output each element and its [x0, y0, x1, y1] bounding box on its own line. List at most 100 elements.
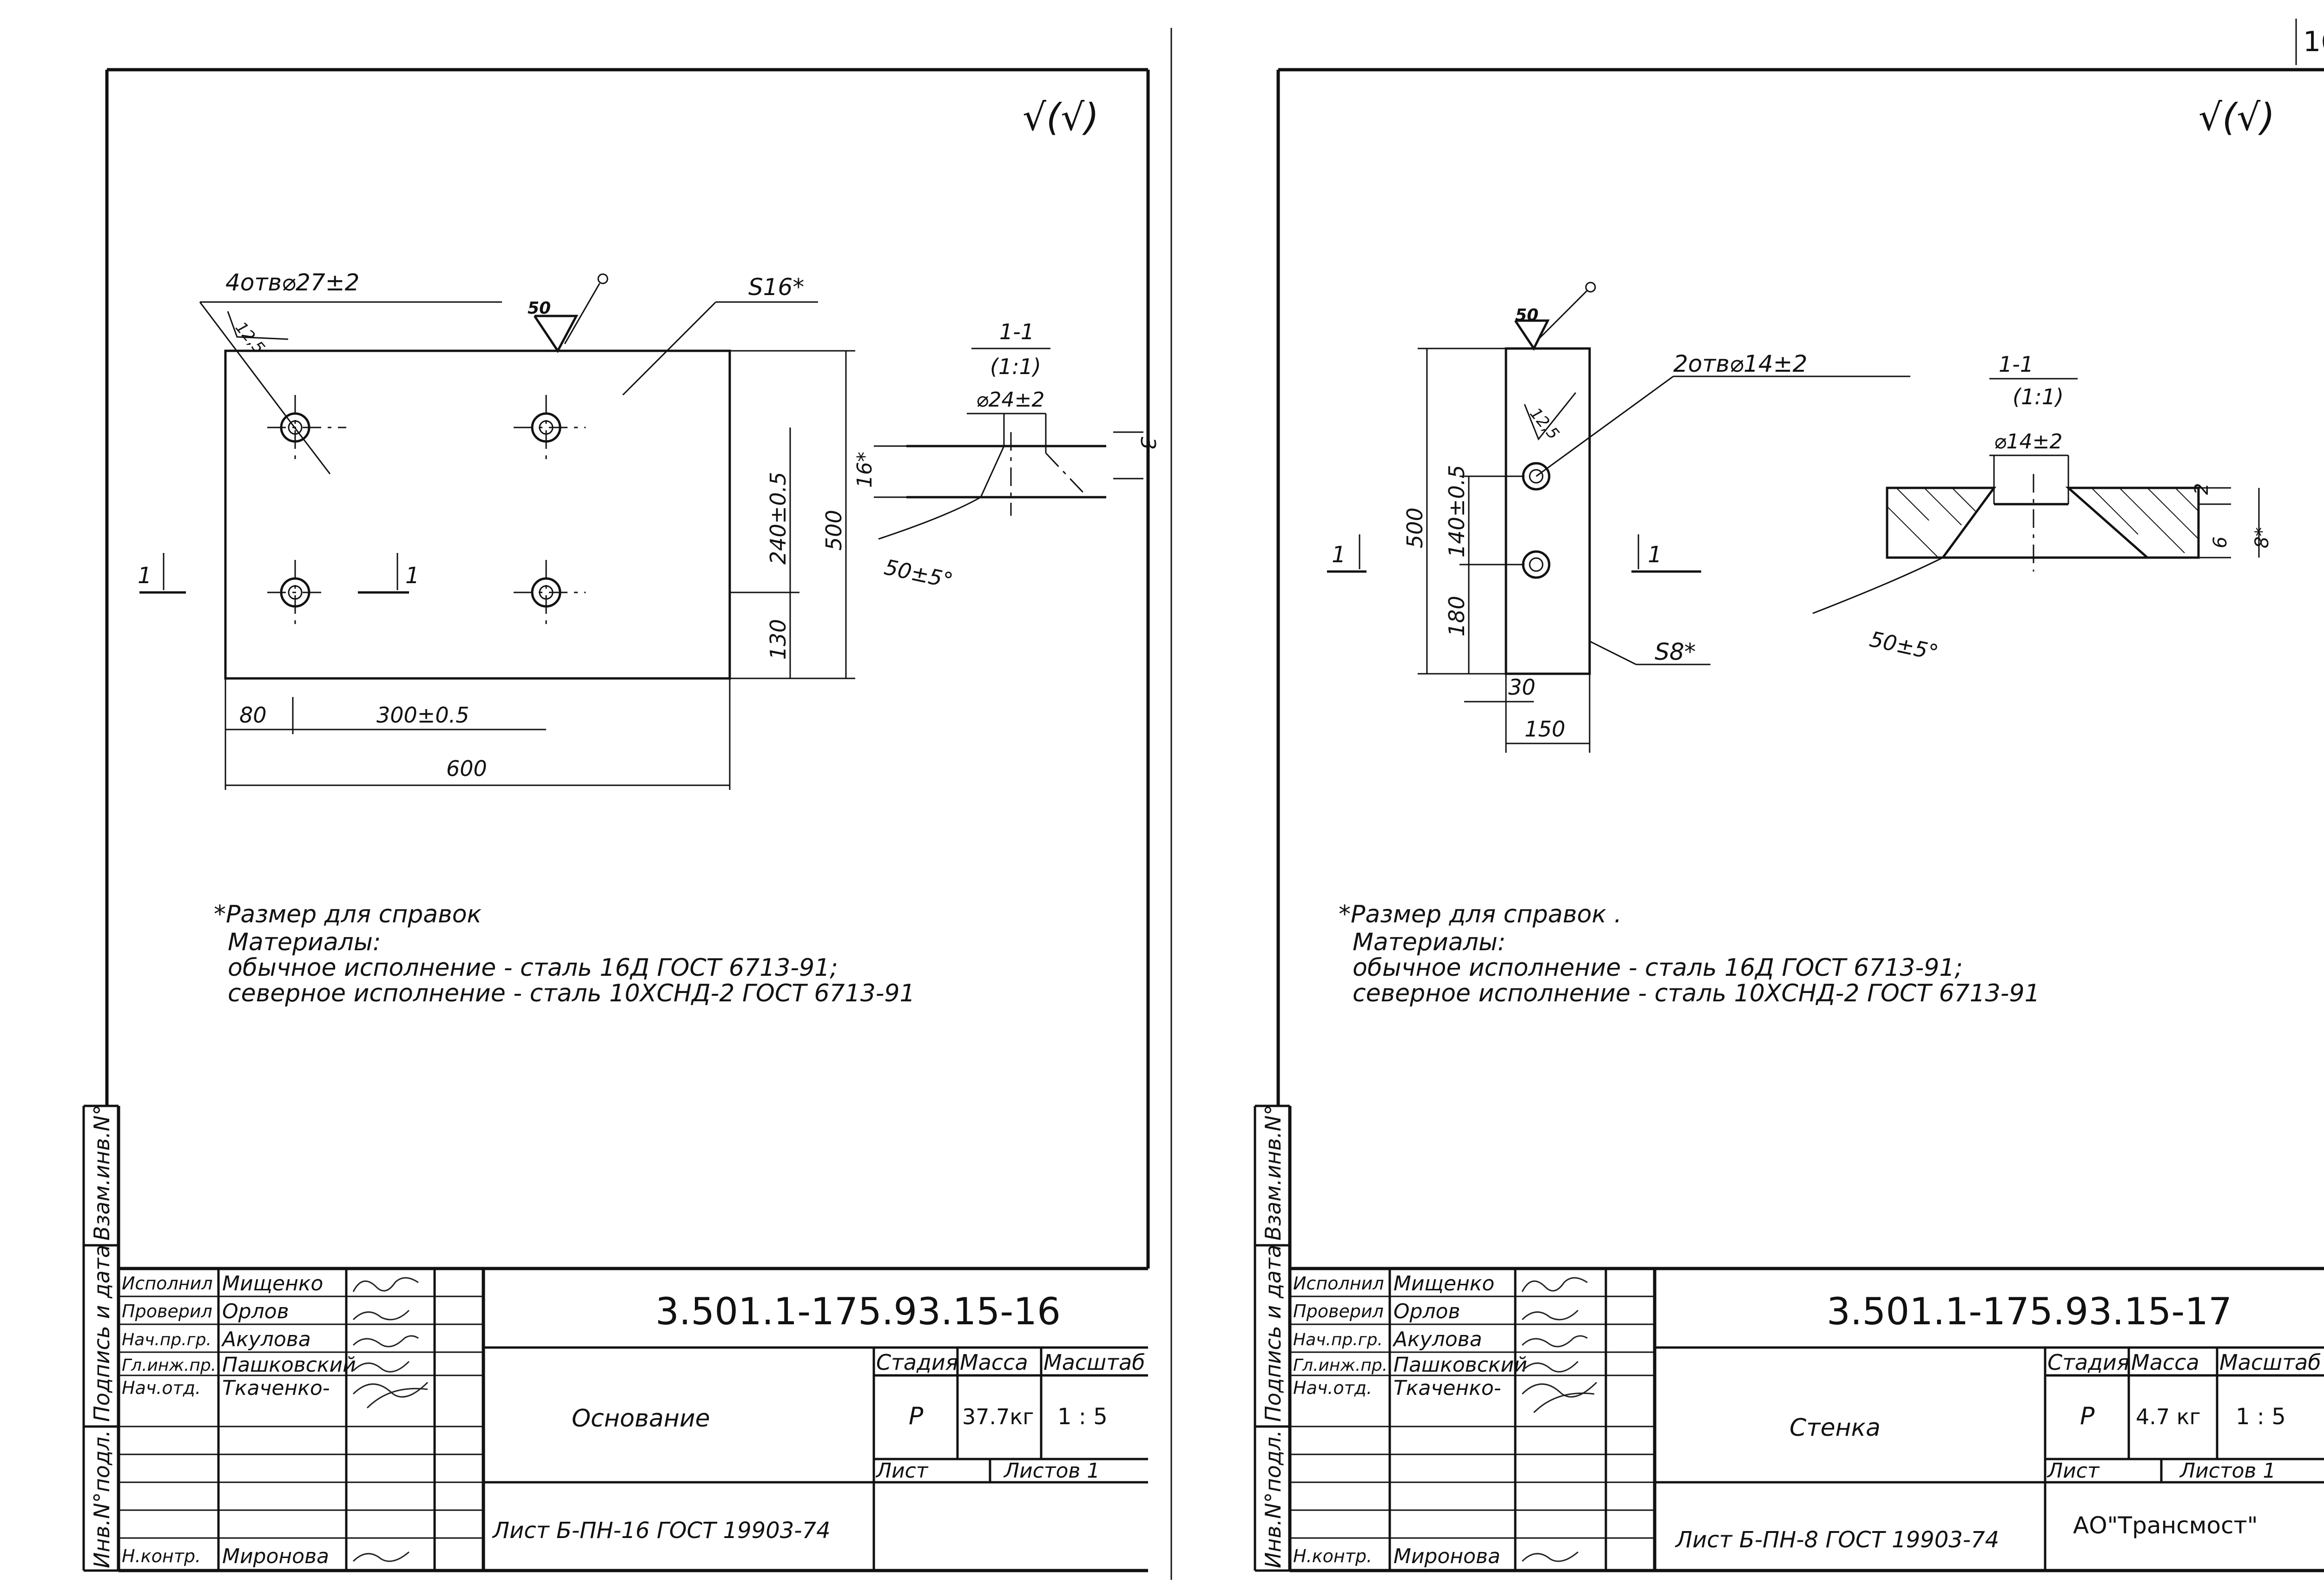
svg-text:Н.контр.: Н.контр.: [122, 1546, 201, 1566]
svg-text:Гл.инж.пр.: Гл.инж.пр.: [122, 1356, 216, 1375]
right-hdr-mass: Масса: [2131, 1350, 2199, 1375]
right-dim-140: 140±0.5: [1444, 465, 1469, 558]
left-roughness-symbol: √(√): [1023, 96, 1099, 139]
left-weld-label: 50: [528, 299, 551, 318]
right-sheet-label: Лист: [2047, 1459, 2100, 1483]
right-note-normal: обычное исполнение - сталь 16Д ГОСТ 6713…: [1353, 954, 1963, 982]
right-note-ref: *Размер для справок .: [1339, 901, 1622, 928]
left-title-names: Мищенко Орлов Акулова Пашковский Ткаченк…: [221, 1272, 356, 1568]
left-thickness-label: S16*: [748, 274, 804, 301]
right-side-label-inv: Инв.N°подл.: [1261, 1430, 1286, 1568]
right-mass: 4.7 кг: [2136, 1404, 2201, 1429]
right-note-materials: Материалы:: [1353, 928, 1506, 956]
right-note-north: северное исполнение - сталь 10ХСНД-2 ГОС…: [1353, 980, 2040, 1007]
left-dim-80: 80: [239, 703, 267, 728]
right-cut-label-1: 1: [1332, 542, 1346, 568]
svg-text:Проверил: Проверил: [1293, 1301, 1384, 1321]
right-dim-30: 30: [1508, 675, 1536, 700]
svg-text:Исполнил: Исполнил: [122, 1273, 213, 1294]
right-part-name: Стенка: [1789, 1414, 1881, 1442]
left-cut-label-1: 1: [138, 563, 152, 589]
svg-text:Пашковский: Пашковский: [1393, 1353, 1527, 1377]
right-weld-triangle: [1514, 319, 1550, 351]
left-doc-code: 3.501.1-175.93.15-16: [655, 1290, 1061, 1333]
right-hole-leader: [1536, 375, 1674, 477]
right-dim-150: 150: [1525, 717, 1565, 742]
right-chamfer-label: 50±5°: [1868, 626, 1941, 665]
svg-text:Акулова: Акулова: [1392, 1328, 1482, 1351]
left-side-label-inv: Инв.N°подл.: [89, 1430, 114, 1568]
left-title-roles: Исполнил Проверил Нач.пр.гр. Гл.инж.пр. …: [122, 1273, 216, 1566]
left-dim-130: 130: [766, 619, 791, 660]
svg-text:Мищенко: Мищенко: [1393, 1272, 1494, 1295]
right-title-roles: Исполнил Проверил Нач.пр.гр. Гл.инж.пр. …: [1293, 1273, 1387, 1566]
left-dim-300: 300±0.5: [376, 703, 469, 728]
left-section-scale: (1:1): [990, 354, 1041, 379]
left-title-block: [119, 1267, 1148, 1572]
right-thickness-label: S8*: [1655, 638, 1696, 665]
left-dim-500: 500: [821, 510, 846, 551]
left-plate-outline: [224, 349, 731, 680]
right-section-dim-8: 8*: [2251, 527, 2273, 548]
left-side-label-repl: Взам.инв.N°: [89, 1104, 114, 1241]
left-section-profile: [874, 431, 1143, 516]
left-holes-label: 4отв⌀27±2: [225, 269, 359, 296]
left-section-hole: ⌀24±2: [976, 388, 1044, 412]
right-org: АО"Трансмост": [2073, 1512, 2258, 1539]
right-plate-outline: [1505, 347, 1591, 675]
svg-text:Миронова: Миронова: [1393, 1545, 1500, 1568]
svg-text:Гл.инж.пр.: Гл.инж.пр.: [1293, 1356, 1387, 1375]
svg-text:Орлов: Орлов: [1393, 1300, 1460, 1323]
right-holes: [1522, 462, 1551, 579]
svg-text:Ткаченко-: Ткаченко-: [1393, 1376, 1501, 1400]
svg-text:Проверил: Проверил: [122, 1301, 212, 1321]
left-mass: 37.7кг: [962, 1404, 1034, 1429]
right-dim-500: 500: [1402, 507, 1427, 548]
right-section-title: 1-1: [1999, 352, 2034, 377]
left-part-name: Основание: [572, 1405, 710, 1433]
svg-text:Исполнил: Исполнил: [1293, 1273, 1384, 1294]
right-section-dim-6: 6: [2210, 537, 2231, 548]
svg-text:Мищенко: Мищенко: [222, 1272, 323, 1295]
svg-text:Н.контр.: Н.контр.: [1293, 1546, 1372, 1566]
page-number: 16: [2303, 26, 2324, 58]
right-hdr-stage: Стадия: [2047, 1350, 2129, 1375]
right-finish-mark: [1524, 392, 1577, 440]
left-dim-240: 240±0.5: [766, 472, 791, 565]
svg-text:Нач.отд.: Нач.отд.: [122, 1378, 201, 1398]
right-weld-label: 50: [1515, 306, 1538, 325]
left-holes: [267, 395, 586, 625]
right-cut-label-2: 1: [1648, 542, 1662, 568]
left-hdr-scale: Масштаб: [1043, 1350, 1145, 1375]
svg-text:Нач.пр.гр.: Нач.пр.гр.: [1293, 1330, 1383, 1349]
right-section-hole: ⌀14±2: [1994, 430, 2062, 454]
right-side-label-repl: Взам.инв.N°: [1261, 1104, 1286, 1241]
left-sheet: √(√) 4отв⌀27±2 12,5 50 S16*: [82, 68, 1160, 1572]
left-weld-leader: [564, 283, 601, 344]
svg-text:Пашковский: Пашковский: [222, 1353, 356, 1377]
right-scale: 1 : 5: [2236, 1404, 2286, 1430]
left-section-title: 1-1: [999, 319, 1034, 344]
left-sheet-label: Лист: [875, 1459, 929, 1483]
left-section-depth: 3: [1136, 437, 1160, 450]
left-thickness-leader: [622, 301, 717, 396]
right-doc-code: 3.501.1-175.93.15-17: [1827, 1290, 2232, 1333]
right-stage: Р: [2080, 1402, 2095, 1430]
right-section-scale: (1:1): [2013, 384, 2064, 409]
left-scale: 1 : 5: [1057, 1404, 1108, 1430]
right-side-strip: Инв.N°подл. Подпись и дата Взам.инв.N°: [1254, 1104, 1290, 1572]
right-sheets-label: Листов 1: [2179, 1459, 2276, 1483]
right-title-block: [1290, 1267, 2324, 1572]
right-signatures: [1521, 1277, 1598, 1562]
right-title-names: Мищенко Орлов Акулова Пашковский Ткаченк…: [1392, 1272, 1527, 1568]
right-side-label-sign: Подпись и дата: [1261, 1245, 1286, 1422]
svg-text:Нач.пр.гр.: Нач.пр.гр.: [122, 1330, 211, 1349]
right-roughness-symbol: √(√): [2199, 96, 2275, 139]
svg-text:Акулова: Акулова: [221, 1328, 311, 1351]
left-side-label-sign: Подпись и дата: [89, 1245, 114, 1422]
left-finish-mark: [227, 311, 289, 340]
left-hdr-mass: Масса: [960, 1350, 1028, 1375]
left-note-normal: обычное исполнение - сталь 16Д ГОСТ 6713…: [228, 954, 838, 982]
svg-text:Миронова: Миронова: [222, 1545, 329, 1568]
